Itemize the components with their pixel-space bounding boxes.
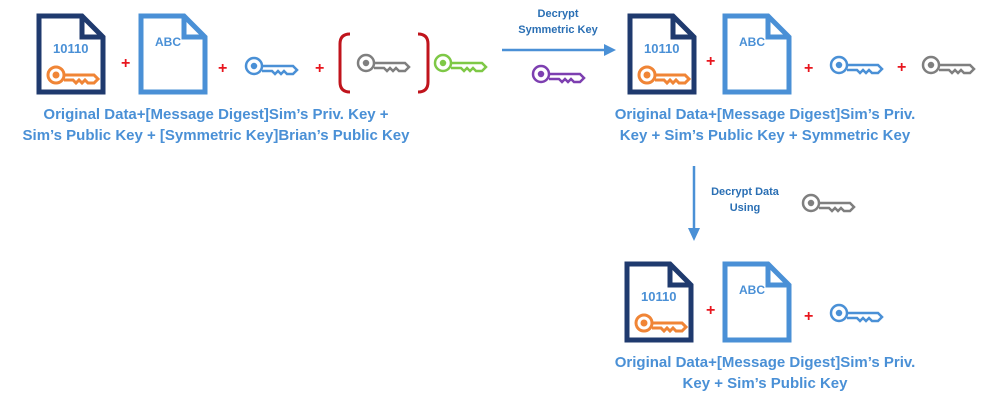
arrow2-label: Decrypt Data Using	[700, 184, 790, 216]
step2-caption: Original Data+[Message Digest]Sim’s Priv…	[600, 104, 930, 146]
plus-operator: +	[121, 55, 131, 72]
abc-text: ABC	[739, 283, 765, 297]
plus-operator: +	[804, 308, 814, 325]
step3-caption: Original Data+[Message Digest]Sim’s Priv…	[600, 352, 930, 394]
brian-public-key-icon	[433, 53, 488, 73]
sim-public-key-icon	[829, 303, 884, 323]
plus-operator: +	[804, 60, 814, 77]
plus-operator: +	[315, 60, 325, 77]
arrow2-label-line2: Using	[729, 202, 761, 214]
step1-caption-line2: Sim’s Public Key + [Symmetric Key]Brian’…	[22, 127, 410, 144]
arrow1-label-line1: Decrypt	[537, 8, 579, 20]
arrow1-label-line2: Symmetric Key	[518, 24, 598, 36]
signed-digest-document-icon: 10110	[624, 261, 694, 343]
digest-text: 10110	[53, 41, 88, 56]
step2-caption-line2: Key + Sim’s Public Key + Symmetric Key	[619, 127, 911, 144]
symmetric-key-icon	[801, 193, 856, 213]
digest-text: 10110	[641, 289, 676, 304]
sim-public-key-icon	[244, 56, 299, 76]
arrow1-label: Decrypt Symmetric Key	[499, 6, 617, 38]
brian-private-key-icon	[531, 64, 586, 84]
step1-caption-line1: Original Data+[Message Digest]Sim’s Priv…	[43, 106, 389, 123]
step2-group: 10110 + ABC + + Original Data+[Message D…	[600, 0, 987, 160]
orange-key-icon	[46, 65, 101, 86]
data-document-icon: ABC	[138, 13, 208, 95]
plus-operator: +	[897, 59, 907, 76]
plus-operator: +	[706, 53, 716, 70]
orange-key-icon	[637, 65, 692, 86]
abc-text: ABC	[739, 35, 765, 49]
step2-caption-line1: Original Data+[Message Digest]Sim’s Priv…	[614, 106, 916, 123]
gray-symmetric-key-icon	[356, 53, 411, 73]
down-arrow-icon	[688, 166, 700, 241]
plus-operator: +	[706, 302, 716, 319]
data-document-icon: ABC	[722, 261, 792, 343]
step3-caption-line1: Original Data+[Message Digest]Sim’s Priv…	[614, 354, 916, 371]
digest-text: 10110	[644, 41, 679, 56]
step3-caption-line2: Key + Sim’s Public Key	[682, 375, 848, 392]
step1-group: 10110 + ABC + +	[0, 0, 488, 160]
right-arrow-icon	[502, 44, 616, 56]
plus-operator: +	[218, 60, 228, 77]
signed-digest-document-icon: 10110	[627, 13, 697, 95]
step3-group: 10110 + ABC + Original Data+[Message Dig…	[600, 256, 987, 407]
data-document-icon: ABC	[722, 13, 792, 95]
step1-caption: Original Data+[Message Digest]Sim’s Priv…	[0, 104, 432, 146]
arrow2-label-line1: Decrypt Data	[711, 186, 779, 198]
symmetric-key-icon	[921, 55, 976, 75]
encrypted-symmetric-key-bracket	[338, 32, 430, 94]
abc-text: ABC	[155, 35, 181, 49]
orange-key-icon	[634, 313, 689, 334]
sim-public-key-icon	[829, 55, 884, 75]
signed-digest-document-icon: 10110	[36, 13, 106, 95]
